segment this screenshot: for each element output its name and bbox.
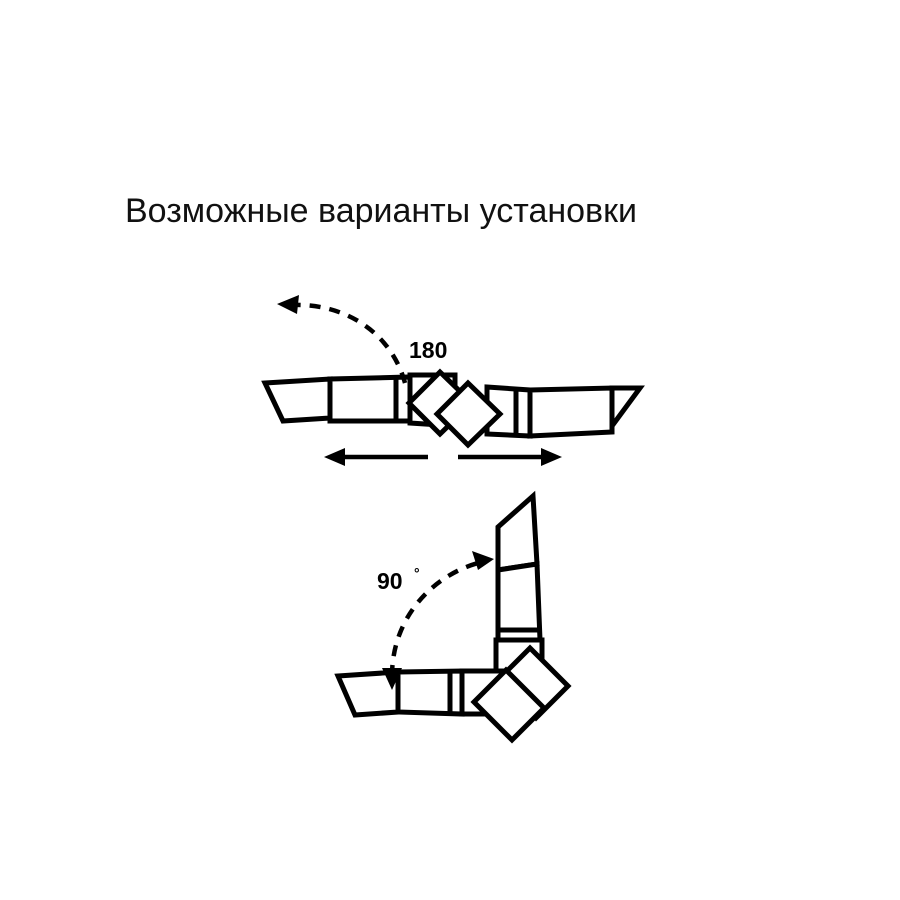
diagram-90-group: 90 ° bbox=[334, 490, 572, 744]
angle-label-90: 90 bbox=[377, 568, 403, 594]
left-arm-blade-180 bbox=[261, 376, 333, 424]
right-arm-blade-180 bbox=[609, 385, 645, 432]
rotation-arc-arrowhead-180 bbox=[277, 295, 299, 314]
rotation-arc-arrowhead-down-90 bbox=[382, 668, 402, 690]
vertical-arm-blade-90 bbox=[495, 490, 540, 573]
rotation-arc-90 bbox=[389, 560, 479, 677]
left-extension-arrow-head-180 bbox=[324, 448, 345, 466]
degree-symbol-90: ° bbox=[414, 565, 420, 581]
right-extension-arrow-head-180 bbox=[541, 448, 562, 466]
rotation-arc-arrowhead-up-90 bbox=[472, 551, 494, 570]
right-arm-body-180 bbox=[527, 385, 615, 439]
diagram-180-group: 180 bbox=[261, 295, 645, 466]
angle-label-180: 180 bbox=[409, 337, 447, 363]
page-title: Возможные варианты установки bbox=[125, 192, 637, 230]
coupling-diamond-lower-180 bbox=[433, 379, 504, 449]
coupling-diamond-inner-90 bbox=[470, 666, 548, 744]
rotation-arc-180 bbox=[291, 302, 408, 384]
